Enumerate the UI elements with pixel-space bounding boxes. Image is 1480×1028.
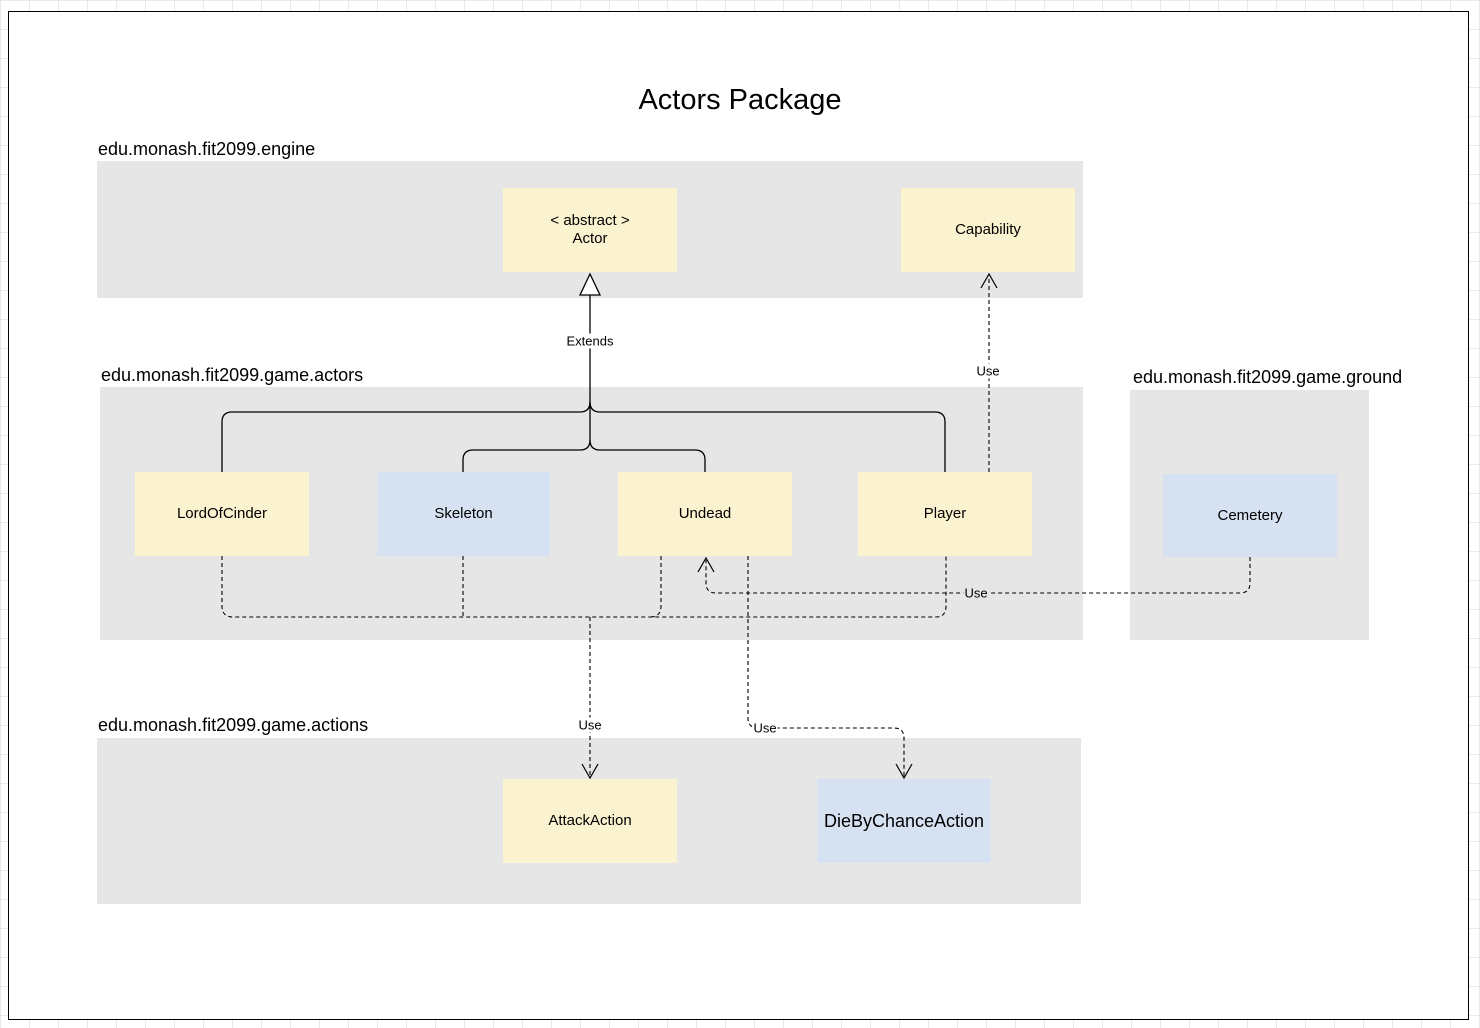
class-diebychanceaction[interactable]: DieByChanceAction [817,779,991,863]
class-skeleton-name: Skeleton [434,505,493,522]
arrowhead-attackaction [581,763,599,780]
extends-branch-lordofcinder [221,401,591,472]
class-actor-name: Actor [572,230,608,247]
class-attackaction[interactable]: AttackAction [503,779,677,863]
arrowhead-capability [980,272,998,289]
extends-branch-player [589,401,946,472]
edge-undead-die [747,556,905,776]
class-diebychanceaction-name: DieByChanceAction [823,811,985,831]
extends-branch-undead [589,439,706,472]
package-label-actors: edu.monash.fit2099.game.actors [101,365,364,385]
diagram-title: Actors Package [638,84,842,116]
class-cemetery[interactable]: Cemetery [1163,474,1337,557]
class-skeleton[interactable]: Skeleton [377,472,550,556]
class-lordofcinder[interactable]: LordOfCinder [135,472,309,556]
class-player[interactable]: Player [858,472,1032,556]
label-use-die: Use [752,720,778,736]
class-undead[interactable]: Undead [618,472,792,556]
class-capability[interactable]: Capability [901,188,1075,272]
edge-undead-attack [649,556,662,618]
package-label-ground: edu.monash.fit2099.game.ground [1133,367,1403,387]
label-use-attack: Use [577,717,603,733]
label-use-capability: Use [975,363,1001,379]
label-extends: Extends [565,333,615,349]
class-actor[interactable]: < abstract > Actor [503,188,677,272]
class-cemetery-name: Cemetery [1217,506,1283,524]
package-label-actions: edu.monash.fit2099.game.actions [98,715,369,735]
package-label-engine: edu.monash.fit2099.engine [98,139,316,159]
class-undead-name: Undead [678,505,732,522]
edge-lordofcinder-attack [221,556,947,618]
class-capability-name: Capability [955,221,1021,238]
edges-actors-attack [221,556,947,776]
extends-arrowhead [578,272,602,296]
class-player-name: Player [923,505,967,522]
extends-branch-skeleton [462,439,591,472]
class-actor-stereotype: < abstract > [550,212,630,229]
class-lordofcinder-name: LordOfCinder [176,505,268,522]
label-use-cemetery: Use [963,585,989,601]
arrowhead-undead [697,556,715,573]
extends-edges [221,295,946,472]
arrowhead-diebychanceaction [895,763,913,780]
class-attackaction-name: AttackAction [548,812,632,829]
